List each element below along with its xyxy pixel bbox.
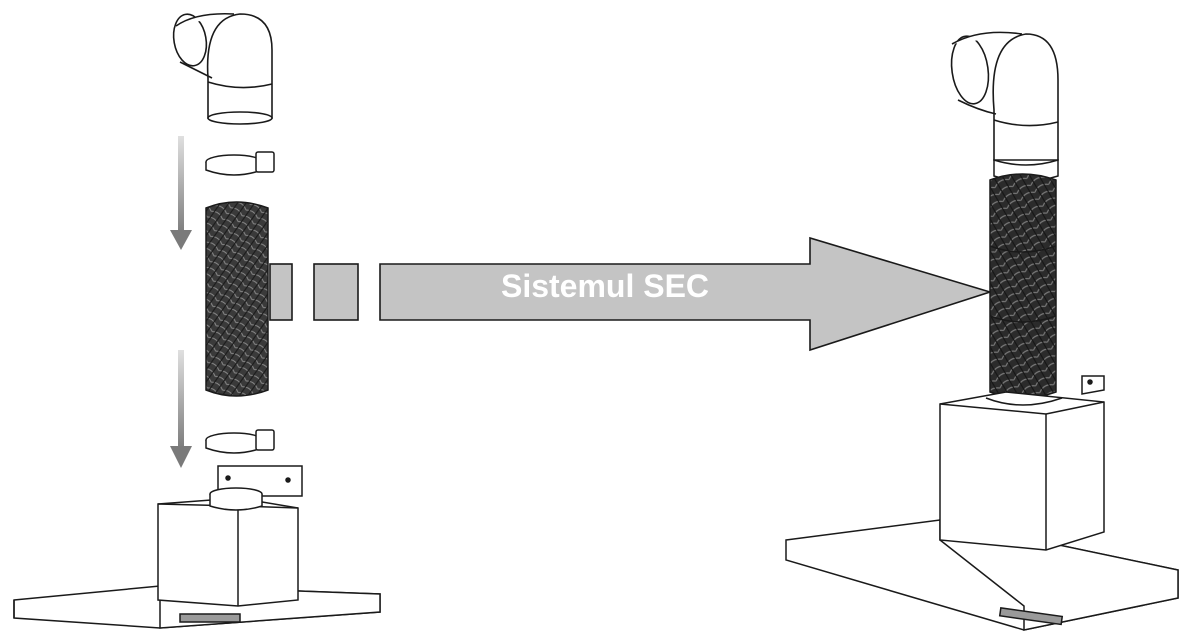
elbow-pipe-assembled (950, 31, 1059, 161)
direction-arrow (379, 236, 993, 352)
right-assembled-system (785, 31, 1179, 631)
left-exploded-assembly (13, 12, 381, 629)
range-hood-right (785, 375, 1179, 631)
connector-blocks (269, 263, 359, 321)
hose-clamp-lower (205, 429, 275, 454)
range-hood-left (13, 465, 381, 629)
hose-clamp-upper (205, 151, 275, 176)
filter-sleeve-left (205, 201, 269, 397)
arrow-label: Sistemul SEC (500, 268, 710, 304)
filter-sleeve-assembled (989, 173, 1057, 399)
elbow-pipe-top (172, 12, 273, 125)
flow-arrow-down-lower (170, 350, 192, 468)
flow-arrow-down-upper (170, 136, 192, 250)
